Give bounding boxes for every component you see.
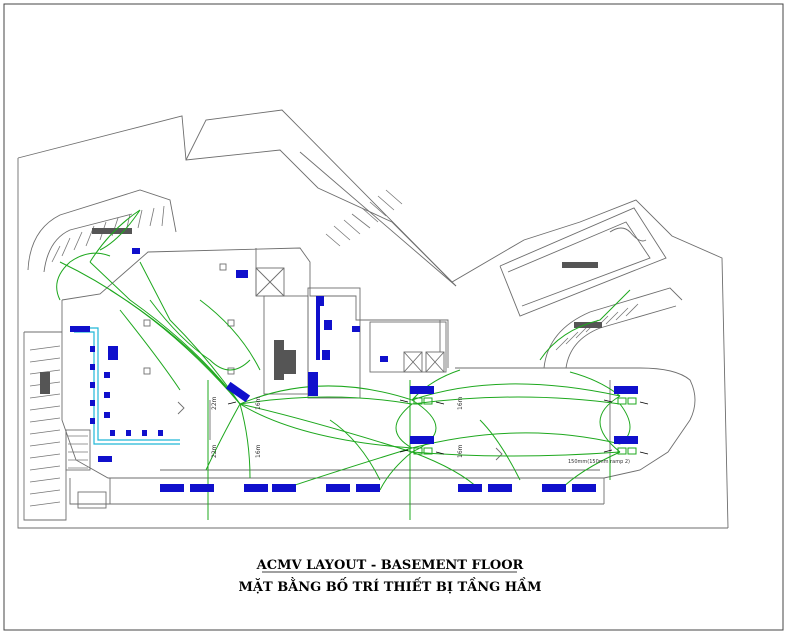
title-vietnamese: MẶT BẰNG BỐ TRÍ THIẾT BỊ TẦNG HẦM	[239, 577, 542, 595]
fan-connectors	[413, 397, 637, 455]
parking-markers	[40, 228, 602, 394]
sheet-border	[3, 3, 784, 631]
duct-size-label: 16m	[255, 396, 262, 410]
duct-size-label: 22m	[211, 444, 218, 458]
ramp-annotation: 150mm(150mm ramp 2)	[568, 459, 630, 465]
duct-size-label: 16m	[457, 396, 464, 410]
title-english: ACMV LAYOUT - BASEMENT FLOOR	[256, 558, 524, 573]
duct-size-label: 22m	[211, 396, 218, 410]
building-outline	[17, 109, 729, 529]
ac-units	[70, 248, 638, 492]
chilled-water-pipes	[70, 327, 180, 445]
duct-size-label: 16m	[255, 444, 262, 458]
duct-size-labels: 22m 16m 16m 22m 16m 16m	[211, 396, 464, 458]
airflow-arrows	[227, 399, 649, 455]
ramp-hatching	[29, 189, 639, 507]
duct-size-label: 16m	[457, 444, 464, 458]
